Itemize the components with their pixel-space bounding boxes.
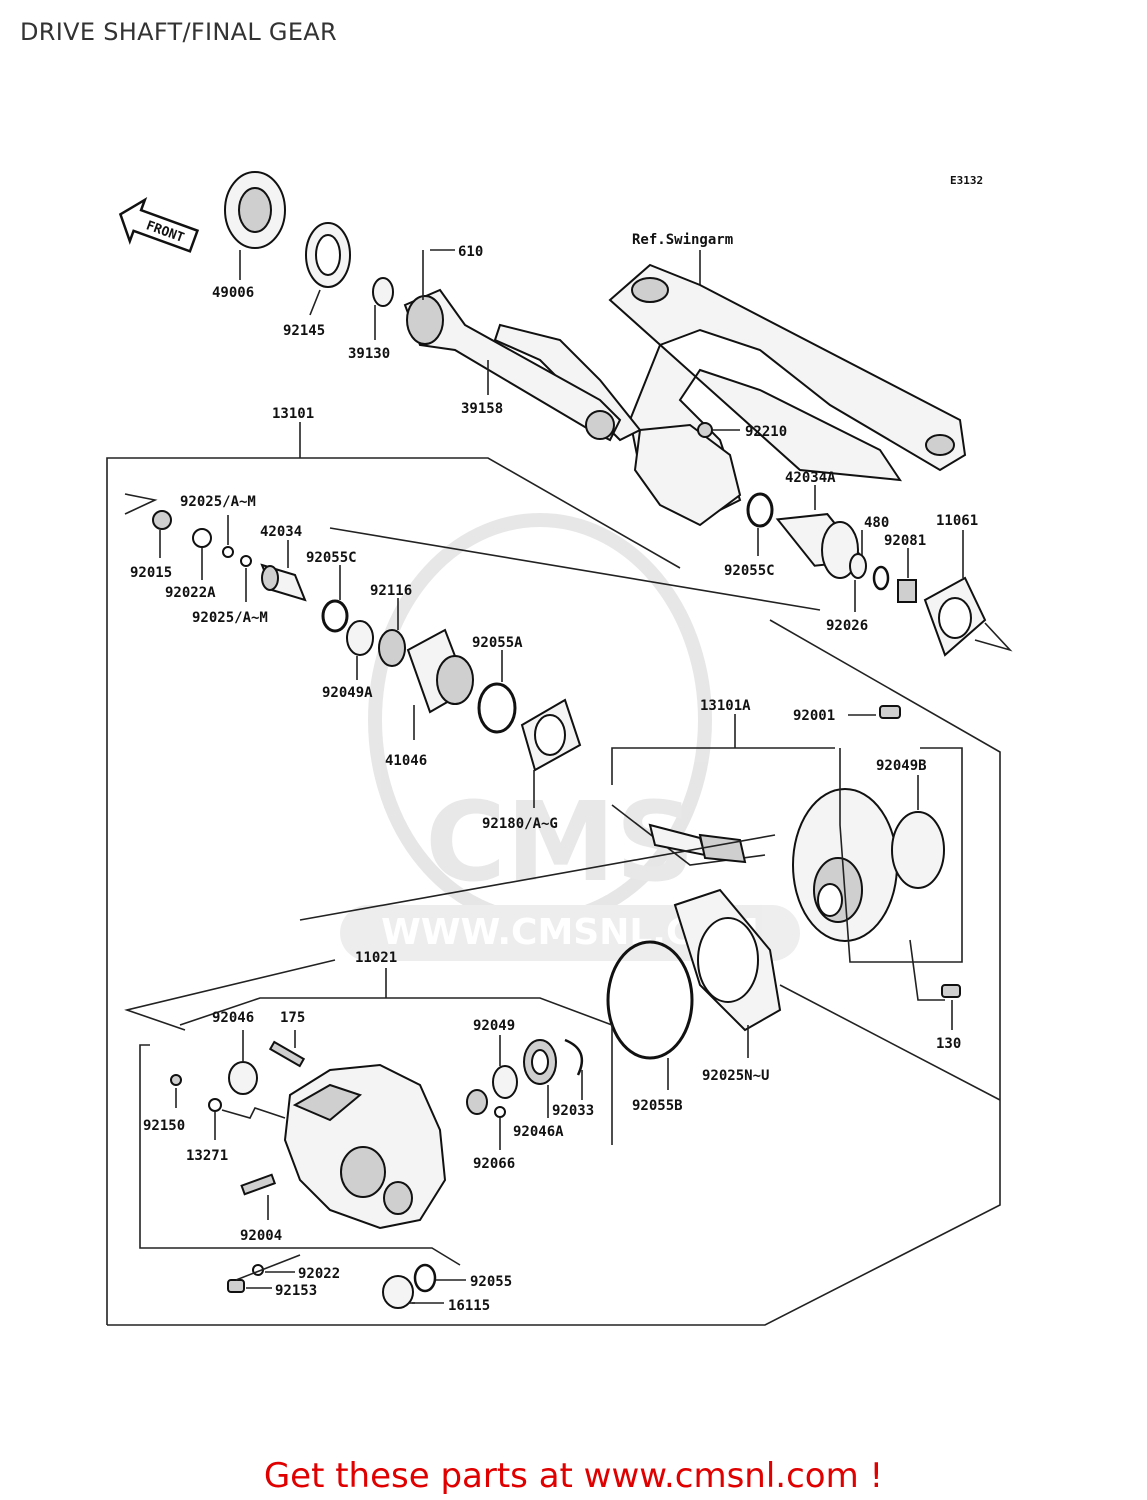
part-92055A <box>477 682 517 734</box>
label-92001: 92001 <box>793 708 835 724</box>
part-92210 <box>697 422 713 438</box>
label-92055C-upper: 92055C <box>724 563 775 579</box>
label-92046A: 92046A <box>513 1124 564 1140</box>
diagram-code: E3132 <box>950 174 983 187</box>
label-11061: 11061 <box>936 513 978 529</box>
ref-swingarm-label: Ref.Swingarm <box>632 232 733 248</box>
part-92066-plug <box>494 1106 506 1118</box>
label-39130: 39130 <box>348 346 390 362</box>
label-11021: 11021 <box>355 950 397 966</box>
label-480: 480 <box>864 515 889 531</box>
part-92153-bolt <box>227 1279 245 1293</box>
part-92150 <box>170 1074 182 1086</box>
label-92004: 92004 <box>240 1228 282 1244</box>
label-92055C-lower: 92055C <box>306 550 357 566</box>
label-92081: 92081 <box>884 533 926 549</box>
part-175-stud <box>268 1040 306 1068</box>
part-92004-stud <box>240 1173 277 1196</box>
part-92015 <box>152 510 172 530</box>
label-92055B: 92055B <box>632 1098 683 1114</box>
part-92116 <box>378 629 406 667</box>
part-11061 <box>923 576 987 657</box>
part-130-bolt <box>941 984 961 998</box>
label-92145: 92145 <box>283 323 325 339</box>
label-49006: 49006 <box>212 285 254 301</box>
part-ring-gear <box>792 788 898 942</box>
label-92150: 92150 <box>143 1118 185 1134</box>
part-42034 <box>260 563 307 602</box>
label-92025NU: 92025N~U <box>702 1068 769 1084</box>
part-92046 <box>228 1061 258 1095</box>
cta-link[interactable]: Get these parts at www.cmsnl.com ! <box>263 1456 884 1496</box>
label-39158: 39158 <box>461 401 503 417</box>
label-92015: 92015 <box>130 565 172 581</box>
part-92049A <box>346 620 374 656</box>
part-92180 <box>520 698 582 772</box>
part-11021-housing <box>283 1063 447 1230</box>
part-92081 <box>897 579 917 603</box>
watermark-logo: CMS <box>425 778 694 906</box>
part-92055 <box>413 1263 437 1293</box>
part-92001-bolt <box>879 705 901 719</box>
part-39130 <box>372 277 394 307</box>
part-92033-circlip <box>564 1038 584 1076</box>
label-92049B: 92049B <box>876 758 927 774</box>
label-92116: 92116 <box>370 583 412 599</box>
label-92210: 92210 <box>745 424 787 440</box>
part-92049B <box>891 811 945 889</box>
part-92022A <box>192 528 212 548</box>
label-92022: 92022 <box>298 1266 340 1282</box>
label-92046: 92046 <box>212 1010 254 1026</box>
part-92055C-upper <box>746 492 774 528</box>
part-49006 <box>224 171 286 249</box>
part-92145 <box>305 222 351 288</box>
part-16115-cap <box>382 1275 414 1309</box>
label-92055A: 92055A <box>472 635 523 651</box>
label-92153: 92153 <box>275 1283 317 1299</box>
part-39158-driveshaft <box>403 288 622 442</box>
label-13271: 13271 <box>186 1148 228 1164</box>
label-92066: 92066 <box>473 1156 515 1172</box>
part-92026 <box>849 553 867 579</box>
part-92046A-bearing <box>523 1039 557 1085</box>
label-610: 610 <box>458 244 483 260</box>
label-41046: 41046 <box>385 753 427 769</box>
part-92025-ring-b <box>240 555 252 567</box>
part-92025N-gasket <box>673 888 782 1032</box>
part-41046 <box>406 628 474 714</box>
part-92055B <box>606 940 694 1060</box>
label-92055: 92055 <box>470 1274 512 1290</box>
label-42034: 42034 <box>260 524 302 540</box>
label-13101: 13101 <box>272 406 314 422</box>
label-175: 175 <box>280 1010 305 1026</box>
label-92025-b: 92025/A~M <box>192 610 268 626</box>
label-42034A: 42034A <box>785 470 836 486</box>
part-480 <box>872 565 890 591</box>
part-92049 <box>492 1065 518 1099</box>
part-92025-ring-a <box>222 546 234 558</box>
label-16115: 16115 <box>448 1298 490 1314</box>
front-arrow-icon: FRONT <box>118 196 200 253</box>
label-92026: 92026 <box>826 618 868 634</box>
page-title: DRIVE SHAFT/FINAL GEAR <box>20 18 337 46</box>
label-92033: 92033 <box>552 1103 594 1119</box>
label-92022A: 92022A <box>165 585 216 601</box>
label-92180: 92180/A~G <box>482 816 558 832</box>
part-13271 <box>208 1098 222 1112</box>
label-92049A: 92049A <box>322 685 373 701</box>
label-92049: 92049 <box>473 1018 515 1034</box>
part-92066 <box>466 1089 488 1115</box>
label-130: 130 <box>936 1036 961 1052</box>
label-92025-a: 92025/A~M <box>180 494 256 510</box>
label-13101A: 13101A <box>700 698 751 714</box>
part-92055C-lower <box>321 599 349 633</box>
